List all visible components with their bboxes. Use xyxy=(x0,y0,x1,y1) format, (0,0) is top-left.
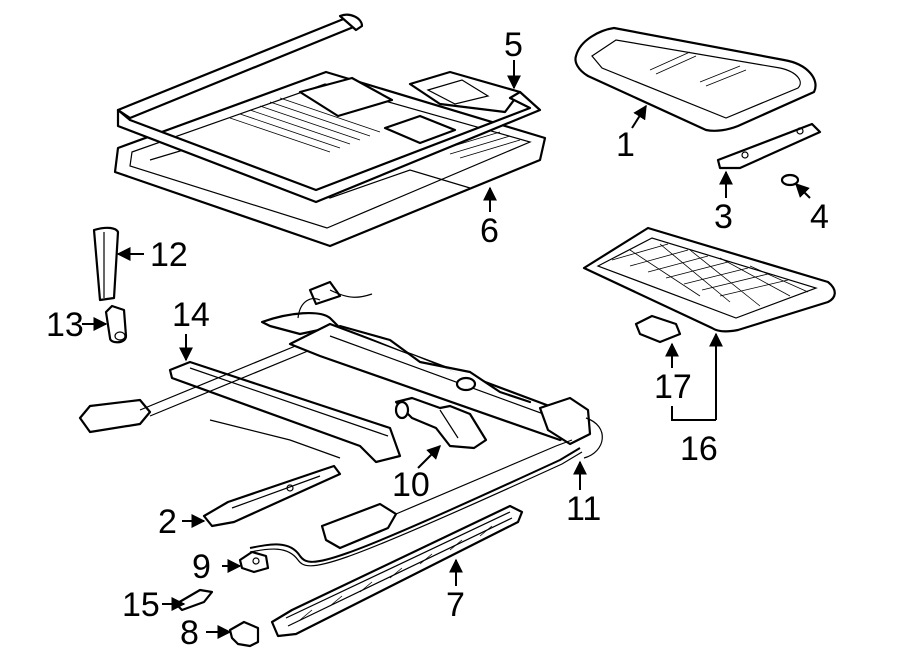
side-rail-part xyxy=(270,504,524,638)
drive-cable-part xyxy=(249,439,583,567)
callout-7: 7 xyxy=(446,586,465,624)
glass-panel-part xyxy=(574,26,817,132)
motor-part xyxy=(394,396,488,450)
callout-11: 11 xyxy=(566,490,601,528)
track-frame-assembly xyxy=(78,280,603,459)
drain-hose-part xyxy=(92,226,120,302)
callout-2: 2 xyxy=(158,503,177,541)
sunshade-part xyxy=(582,226,836,333)
stop-part xyxy=(238,550,270,574)
callout-17: 17 xyxy=(654,368,692,406)
leader-lines xyxy=(82,60,811,639)
callout-6: 6 xyxy=(480,212,499,250)
bracket-part xyxy=(716,122,822,170)
callout-10: 10 xyxy=(392,466,430,504)
callout-labels: 1 2 3 4 5 6 7 8 9 10 11 12 13 14 15 16 1… xyxy=(46,26,829,652)
callout-4: 4 xyxy=(810,198,829,236)
callout-16: 16 xyxy=(680,430,718,468)
callout-3: 3 xyxy=(714,198,733,236)
cable-guide-part xyxy=(202,464,342,528)
hose-connector-part xyxy=(104,304,128,344)
weatherstrip-seal-part xyxy=(116,13,542,204)
callout-14: 14 xyxy=(172,296,210,334)
sunroof-housing-part xyxy=(113,70,547,248)
front-guide-part xyxy=(168,360,402,464)
callout-12: 12 xyxy=(150,236,188,274)
callout-9: 9 xyxy=(192,548,211,586)
callout-5: 5 xyxy=(504,26,523,64)
end-cap-part xyxy=(228,620,260,648)
callout-13: 13 xyxy=(46,306,84,344)
plug-part xyxy=(780,173,800,187)
callout-15: 15 xyxy=(122,586,160,624)
callout-8: 8 xyxy=(180,614,199,652)
clip-part xyxy=(174,588,214,612)
pad-part xyxy=(634,314,682,344)
callout-1: 1 xyxy=(616,126,635,164)
